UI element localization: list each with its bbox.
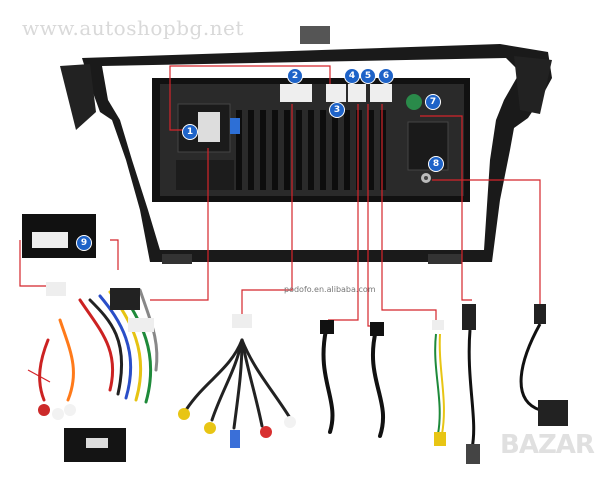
radio-antenna-adapter	[462, 304, 480, 464]
callout-2: 2	[287, 68, 303, 84]
callout-4: 4	[344, 68, 360, 84]
camera-input-cable	[432, 320, 446, 446]
callout-3: 3	[329, 102, 345, 118]
callout-8: 8	[428, 156, 444, 172]
radio-chassis	[152, 78, 470, 202]
rca-audio-video-harness	[184, 338, 292, 430]
harness-connectors	[38, 282, 154, 462]
gps-antenna	[519, 304, 568, 426]
usb-cables	[321, 328, 386, 438]
usb-plugs	[320, 320, 384, 336]
callout-9: 9	[76, 235, 92, 251]
callout-1: 1	[182, 124, 198, 140]
callout-5: 5	[360, 68, 376, 84]
watermark-autoshopbg: www.autoshopbg.net	[22, 16, 244, 40]
rca-plugs	[178, 314, 296, 448]
callout-7: 7	[425, 94, 441, 110]
watermark-alibaba: podofo.en.alibaba.com	[284, 285, 376, 294]
watermark-bazar: BAZAR	[500, 430, 595, 460]
callout-leader-lines	[19, 65, 541, 383]
callout-6: 6	[378, 68, 394, 84]
